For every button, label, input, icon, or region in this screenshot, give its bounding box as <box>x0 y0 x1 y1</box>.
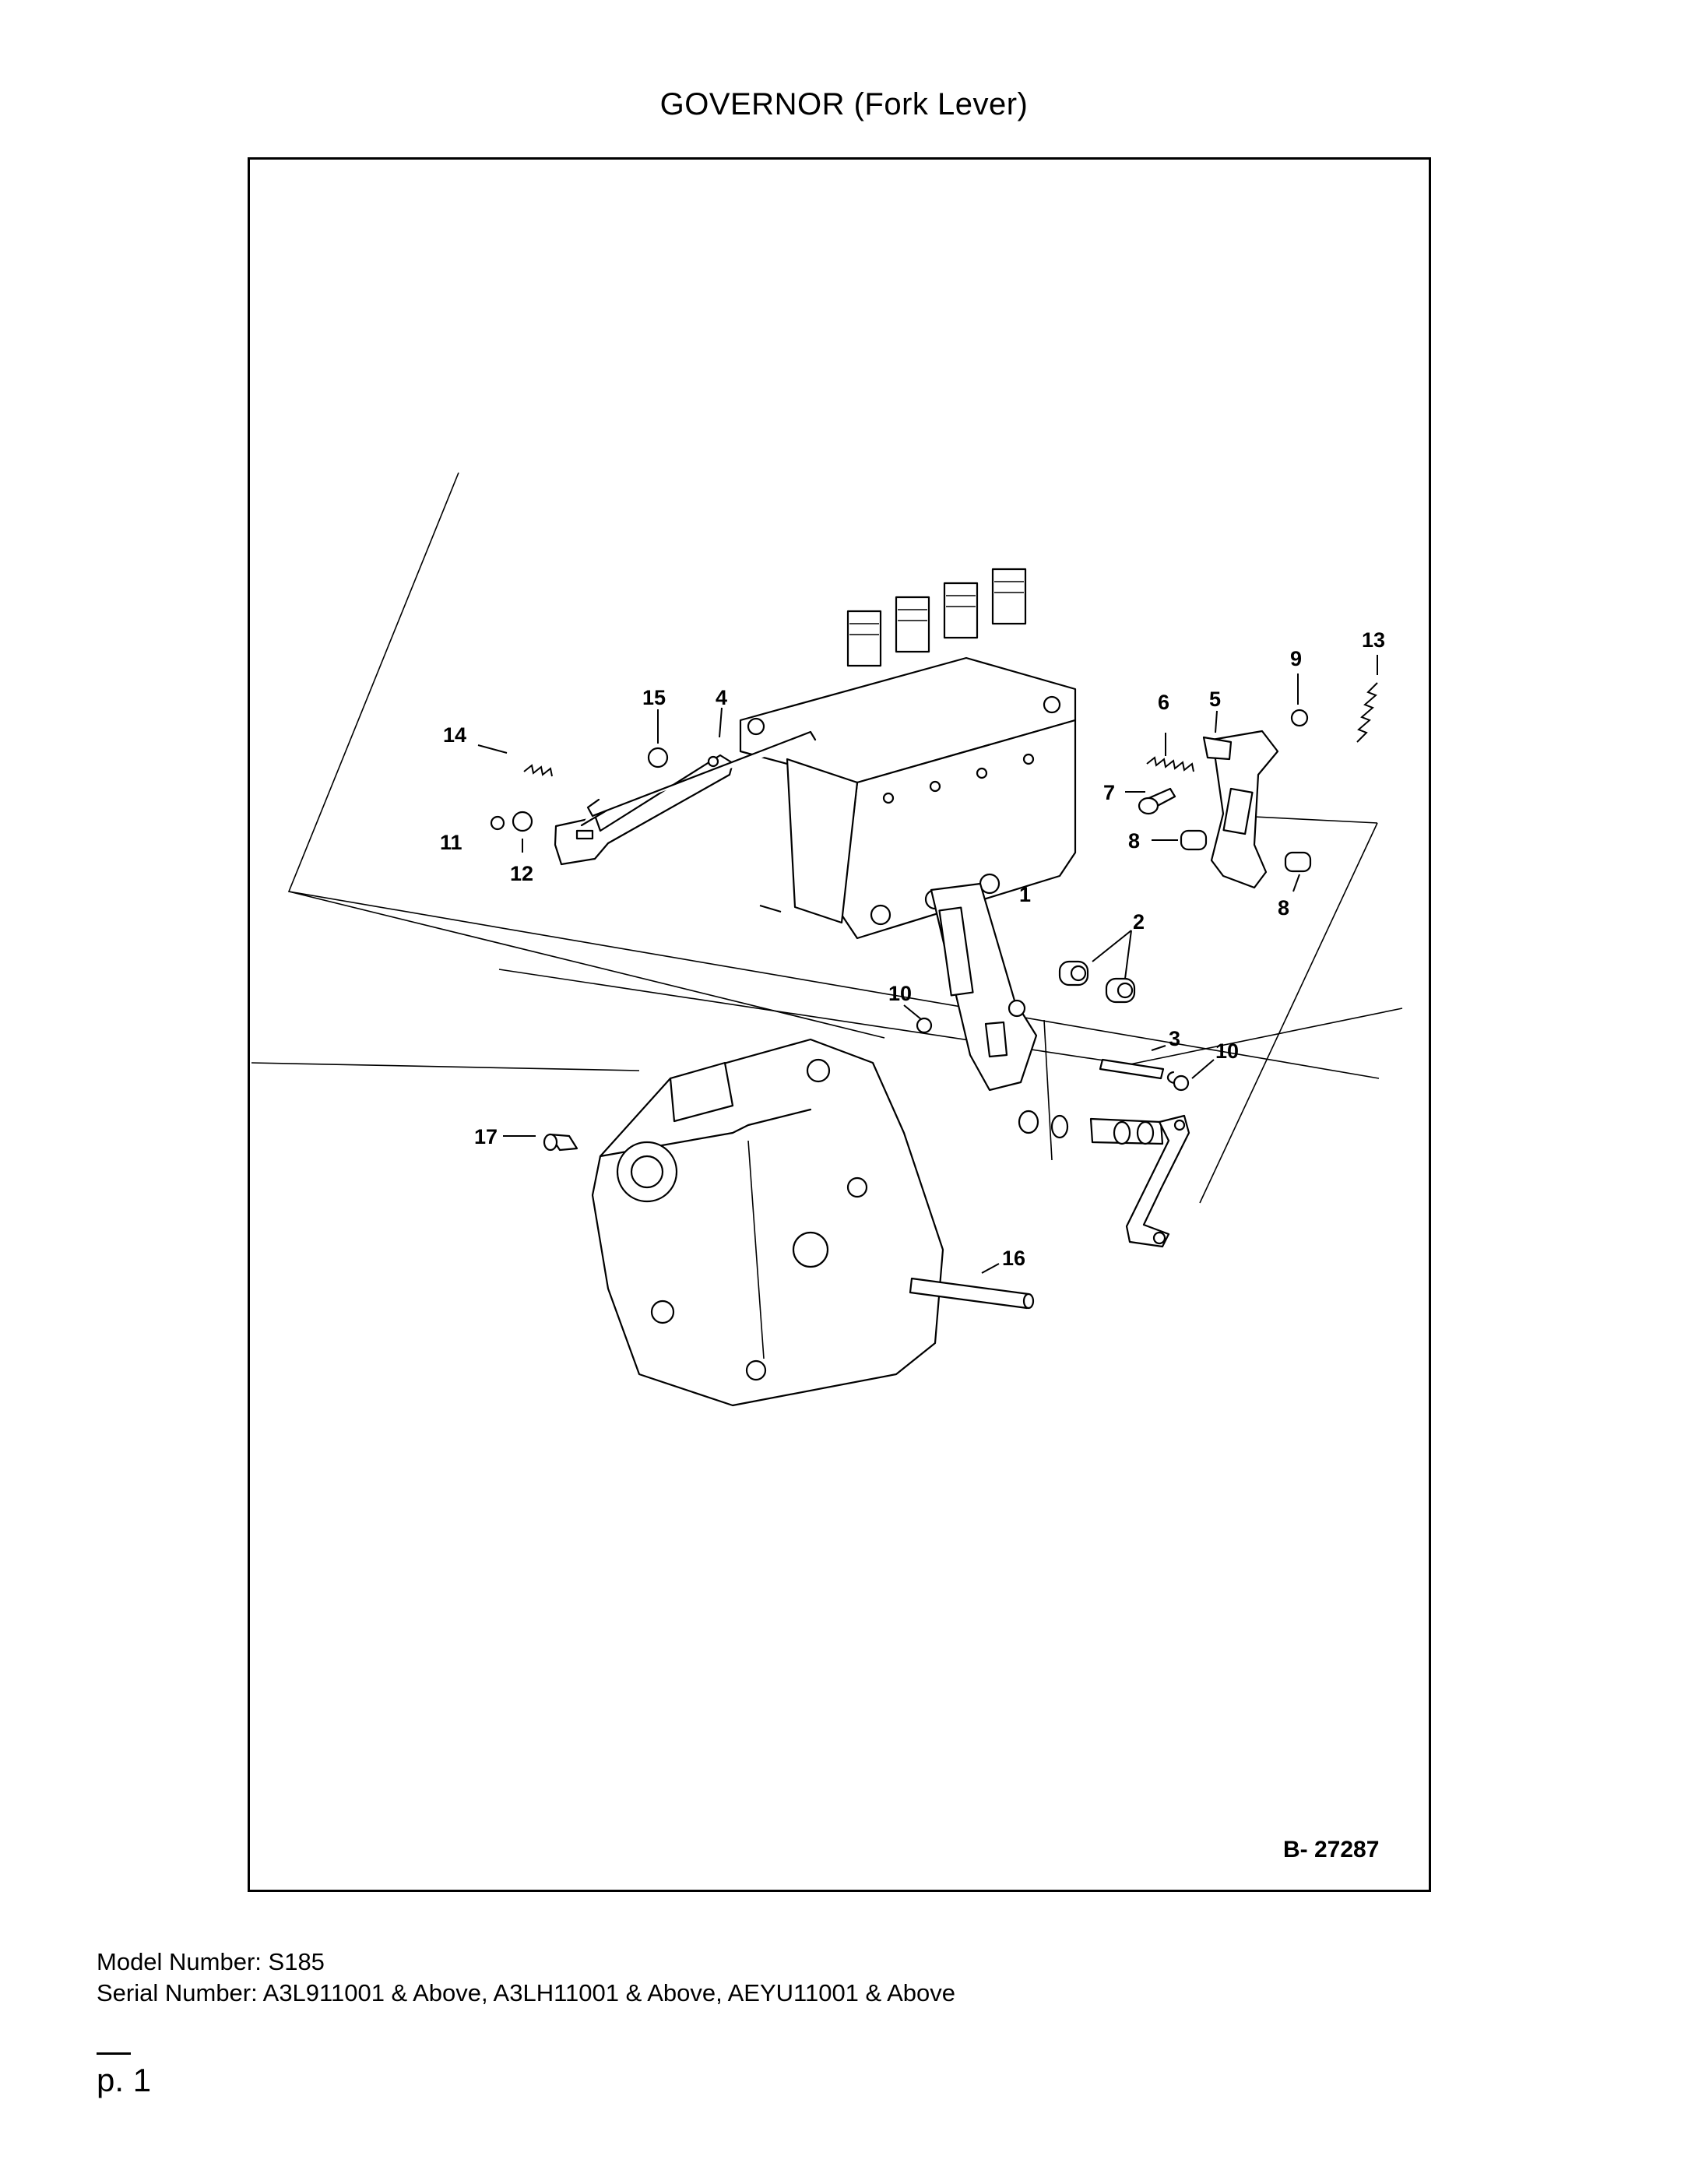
callout-10-lower: 10 <box>1215 1039 1239 1063</box>
rod-14 <box>523 730 817 827</box>
spring-6 <box>1146 756 1194 772</box>
pin <box>1099 1058 1183 1084</box>
diagram-reference: B- 27287 <box>1283 1837 1379 1862</box>
speed-control-lever <box>1202 730 1279 889</box>
page-title: GOVERNOR (Fork Lever) <box>659 87 1029 121</box>
callout-13: 13 <box>1362 628 1385 652</box>
washer-12 <box>512 811 533 832</box>
callout-2: 2 <box>1133 910 1145 934</box>
serial-number: Serial Number: A3L911001 & Above, A3LH11… <box>97 1979 956 2006</box>
model-number: Model Number: S185 <box>97 1948 325 1975</box>
callout-8-upper: 8 <box>1128 829 1140 853</box>
callout-7: 7 <box>1103 781 1115 804</box>
clip-10-lower <box>1173 1074 1190 1092</box>
bolt-7 <box>1138 787 1176 815</box>
fork-lever <box>930 882 1038 1092</box>
callout-5: 5 <box>1209 688 1221 711</box>
shaft-and-arm <box>1018 1110 1190 1248</box>
footer: Model Number: S185 Serial Number: A3L911… <box>97 1947 955 2009</box>
washer-11 <box>490 815 505 831</box>
shaft-16 <box>909 1277 1035 1310</box>
callout-4: 4 <box>716 686 727 709</box>
page-number: p. 1 <box>97 2062 152 2098</box>
callout-15: 15 <box>642 686 666 709</box>
callout-9: 9 <box>1290 647 1302 670</box>
page-divider <box>97 2052 131 2055</box>
spring-13 <box>1356 682 1378 743</box>
callout-6: 6 <box>1158 691 1169 714</box>
clip-10-upper <box>916 1017 933 1034</box>
callout-12: 12 <box>510 862 533 885</box>
diagram-frame: 1 2 3 4 5 6 7 8 8 9 10 10 11 12 13 14 15… <box>248 157 1431 1892</box>
callout-10-upper: 10 <box>888 982 912 1005</box>
callout-8-lower: 8 <box>1278 896 1289 920</box>
bushings-8 <box>1180 829 1312 873</box>
callout-16: 16 <box>1002 1247 1025 1270</box>
governor-housing <box>591 1038 944 1407</box>
callout-17: 17 <box>474 1125 498 1148</box>
clip-9 <box>1290 709 1309 727</box>
callout-3: 3 <box>1169 1027 1180 1050</box>
exploded-parts-diagram: 1 2 3 4 5 6 7 8 8 9 10 10 11 12 13 14 15… <box>251 472 1403 1862</box>
injection-pump <box>739 568 1077 940</box>
callout-14: 14 <box>443 723 466 747</box>
leader-lines <box>477 655 1378 1274</box>
callout-11: 11 <box>440 831 462 854</box>
callout-1: 1 <box>1019 883 1031 906</box>
rollers <box>1058 960 1136 1004</box>
nut-15 <box>647 747 669 768</box>
plug-17 <box>543 1133 578 1152</box>
